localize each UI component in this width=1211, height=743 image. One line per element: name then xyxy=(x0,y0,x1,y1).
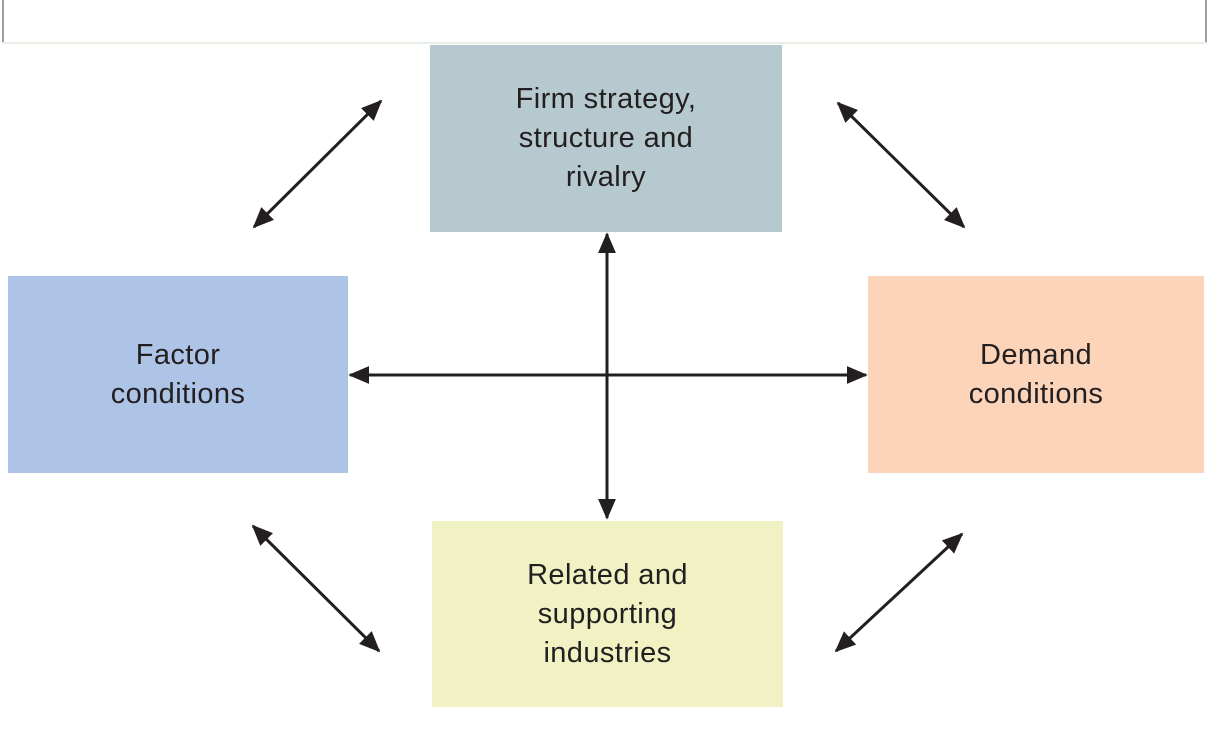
box-factor-conditions: Factor conditions xyxy=(8,276,348,473)
page-frame-bottom-rule xyxy=(2,42,1207,44)
box-related-supporting-industries: Related and supporting industries xyxy=(432,521,783,707)
arrow-firm-demand xyxy=(836,101,966,229)
arrow-factor-related xyxy=(251,524,381,653)
arrow-related-demand xyxy=(834,532,964,653)
page-frame-left-edge xyxy=(2,0,4,42)
box-demand-conditions-label: Demand conditions xyxy=(968,338,1104,410)
arrow-factor-firm xyxy=(252,99,383,229)
box-firm-strategy-structure-rivalry: Firm strategy, structure and rivalry xyxy=(430,45,782,232)
box-demand-conditions: Demand conditions xyxy=(868,276,1204,473)
box-factor-conditions-label: Factor conditions xyxy=(110,338,246,410)
box-related-supporting-label: Related and supporting industries xyxy=(527,558,688,669)
page-frame-right-edge xyxy=(1205,0,1207,42)
box-firm-strategy-label: Firm strategy, structure and rivalry xyxy=(515,83,697,193)
